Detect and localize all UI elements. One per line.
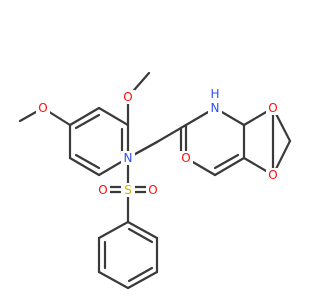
bond: [97, 220, 130, 240]
atom-o-sulfonyl-right: O: [148, 183, 157, 197]
bond: [74, 153, 101, 170]
bond: [126, 220, 159, 240]
atom-label-layer: O O N S O O O N H O O: [36, 87, 280, 197]
bond: [74, 113, 101, 130]
atom-o-dioxole-bottom: O: [268, 168, 277, 182]
atom-s-sulfonyl: S: [124, 183, 132, 197]
label-mask: [121, 151, 135, 165]
atom-o-dioxole-top: O: [268, 101, 277, 115]
bond: [213, 153, 240, 170]
atom-n-sulfonamide: N: [124, 151, 133, 165]
label-mask: [36, 101, 50, 115]
molecule-structure-diagram: O O N S O O O N H O O: [18, 71, 292, 290]
label-mask: [146, 183, 160, 197]
bond: [97, 270, 130, 290]
bond: [213, 156, 246, 177]
atom-o-sulfonyl-left: O: [98, 183, 107, 197]
atom-o-carbonyl: O: [181, 151, 190, 165]
label-mask: [208, 101, 222, 115]
bond: [127, 227, 154, 244]
label-mask: [96, 183, 110, 197]
atom-o-methoxy-top: O: [123, 90, 132, 104]
label-mask: [266, 168, 280, 182]
atom-o-methoxy-left: O: [38, 101, 47, 115]
bond: [97, 106, 130, 127]
bond: [68, 156, 101, 177]
atom-h-amide: H: [210, 87, 219, 101]
label-mask: [121, 183, 135, 197]
label-mask: [179, 151, 193, 165]
bond: [68, 106, 101, 127]
atom-n-amide: N: [211, 101, 220, 115]
label-mask: [121, 90, 135, 104]
bond: [127, 266, 154, 283]
label-mask: [266, 101, 280, 115]
bond: [126, 270, 159, 290]
bond-layer: [18, 71, 292, 290]
